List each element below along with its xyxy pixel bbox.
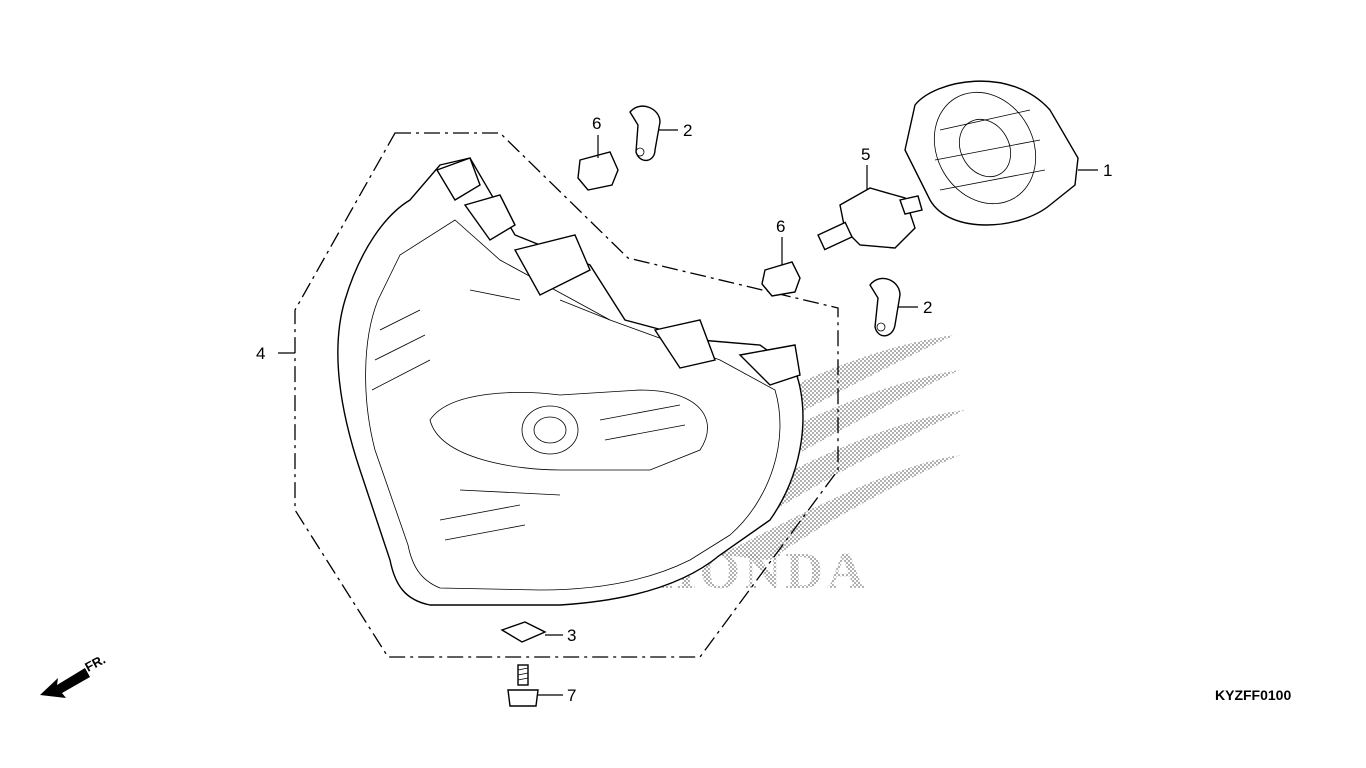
callout-7: 7 bbox=[567, 686, 576, 705]
callout-6-lower: 6 bbox=[776, 217, 785, 236]
clip-upper bbox=[577, 151, 619, 191]
dust-cover bbox=[904, 80, 1079, 226]
leader-lines bbox=[278, 129, 1098, 696]
part-code-label: KYZFF0100 bbox=[1215, 687, 1291, 703]
clip-lower bbox=[761, 261, 801, 297]
callout-3: 3 bbox=[567, 626, 576, 645]
headlight-assembly bbox=[337, 157, 804, 606]
front-direction-indicator: FR. bbox=[40, 652, 108, 698]
callout-4: 4 bbox=[256, 344, 265, 363]
clamp-lower-hole bbox=[876, 322, 886, 332]
assembly-boundary-dashed bbox=[294, 132, 839, 658]
clamp-lower bbox=[869, 277, 901, 337]
callout-5: 5 bbox=[861, 145, 870, 164]
speed-nut bbox=[500, 621, 547, 643]
callout-6-upper: 6 bbox=[592, 114, 601, 133]
callout-1: 1 bbox=[1103, 161, 1112, 180]
flange-bolt bbox=[507, 664, 539, 707]
headlight-bulb bbox=[817, 187, 923, 251]
callout-2-upper: 2 bbox=[683, 121, 692, 140]
clamp-upper-hole bbox=[635, 147, 645, 157]
clamp-upper bbox=[629, 105, 661, 162]
callout-2-lower: 2 bbox=[923, 298, 932, 317]
front-arrow-icon bbox=[40, 668, 90, 698]
